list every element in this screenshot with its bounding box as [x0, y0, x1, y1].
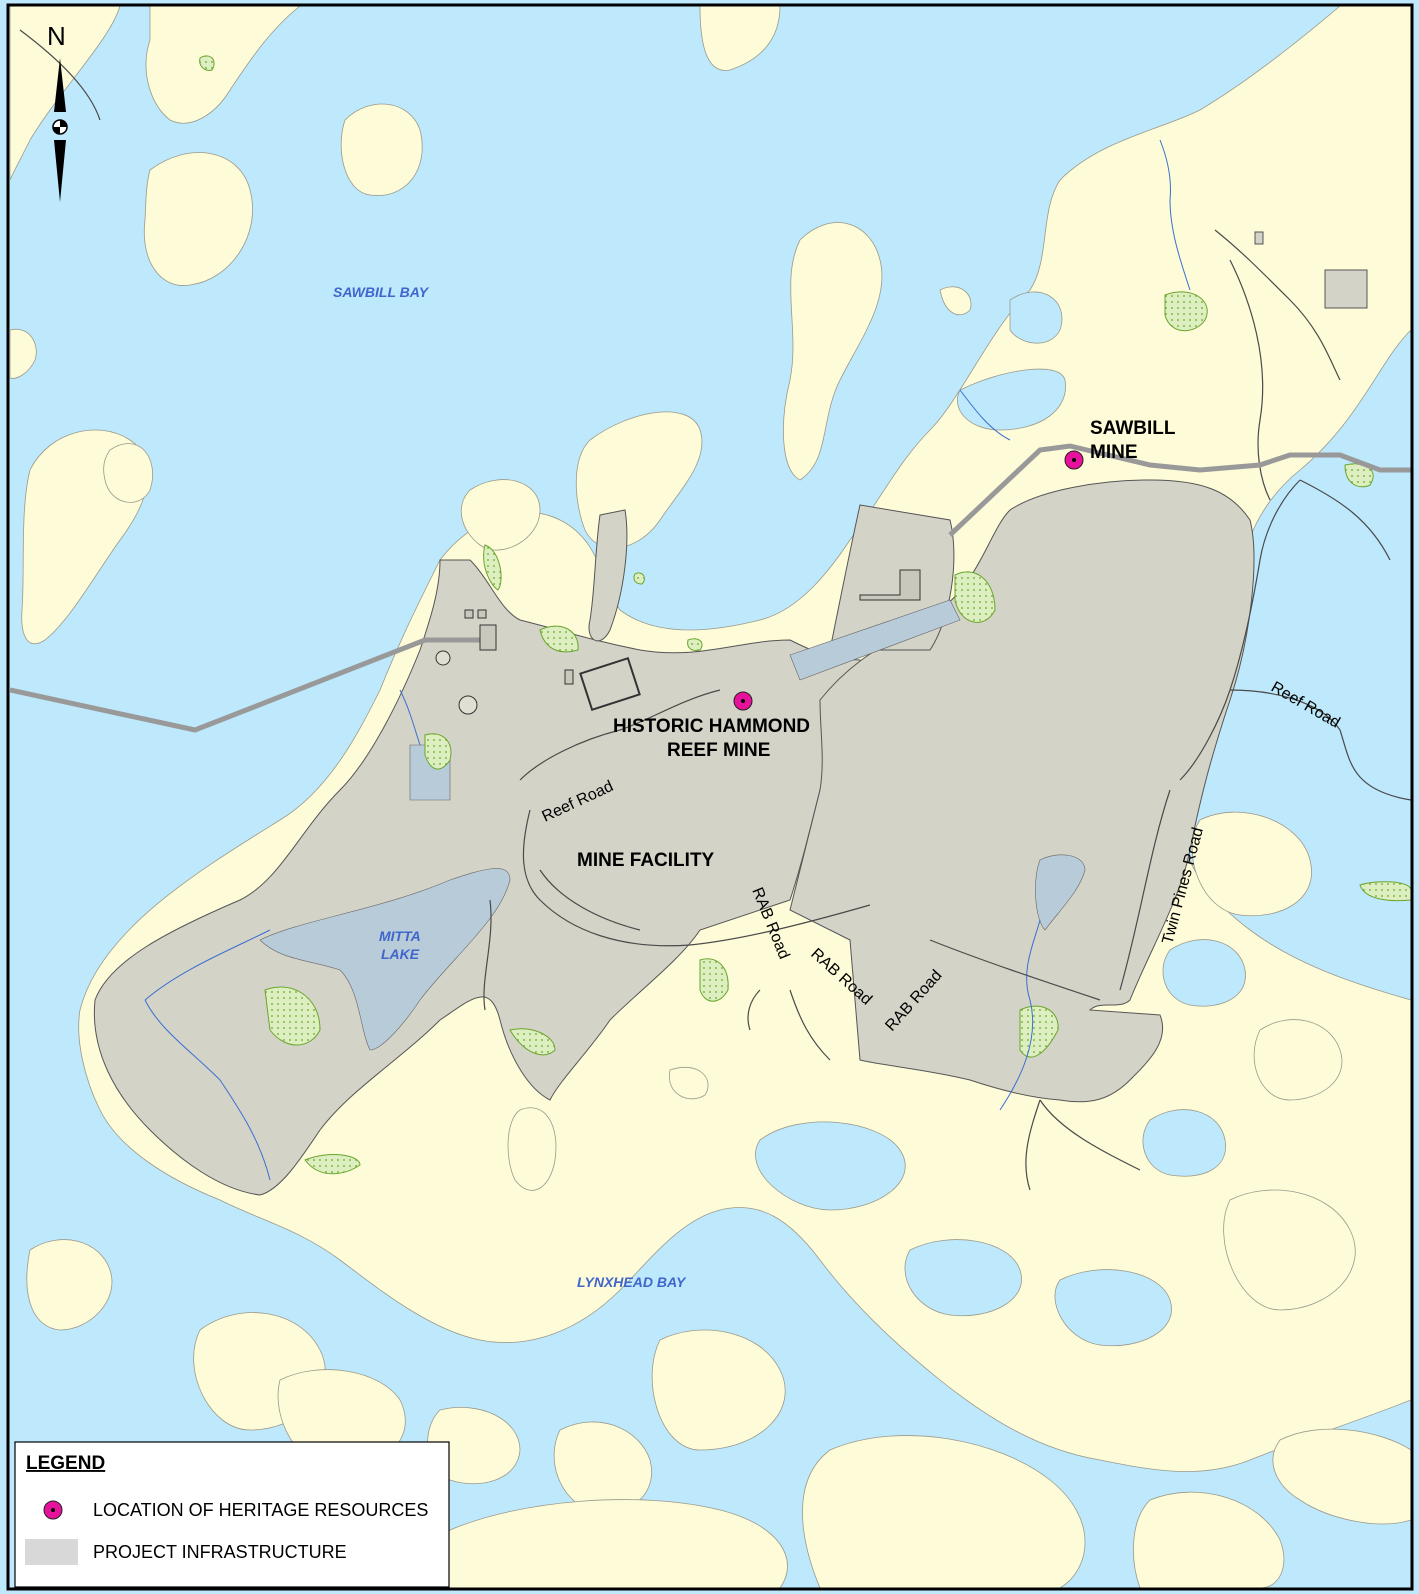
heritage-marker-hammond[interactable] — [733, 691, 753, 711]
north-arrow-down-icon — [54, 140, 66, 202]
north-arrow-up-icon — [54, 58, 66, 112]
main-route — [10, 443, 1411, 733]
legend: LEGEND LOCATION OF HERITAGE RESOURCES PR… — [14, 1441, 450, 1588]
label-sawbill-bay: SAWBILL BAY — [333, 284, 430, 300]
label-mitta-lake-2: LAKE — [381, 946, 420, 962]
legend-box — [14, 1441, 450, 1588]
label-hammond-1: HISTORIC HAMMOND — [613, 716, 810, 737]
legend-item-infrastructure: PROJECT INFRASTRUCTURE — [25, 1539, 347, 1565]
north-arrow: N — [47, 21, 68, 202]
infrastructure-swatch-icon — [25, 1539, 78, 1565]
site-buildings — [435, 569, 921, 715]
streams — [144, 139, 1191, 1181]
wetlands — [199, 55, 1411, 1175]
legend-label-heritage: LOCATION OF HERITAGE RESOURCES — [93, 1500, 428, 1520]
label-sawbill-mine-1: SAWBILL — [1090, 418, 1176, 439]
legend-title: LEGEND — [26, 1453, 105, 1474]
label-hammond-2: REEF MINE — [667, 740, 770, 761]
legend-label-infrastructure: PROJECT INFRASTRUCTURE — [93, 1542, 347, 1562]
north-label: N — [47, 21, 66, 51]
legend-item-heritage: LOCATION OF HERITAGE RESOURCES — [43, 1500, 428, 1520]
label-mine-facility: MINE FACILITY — [577, 850, 715, 871]
label-lynxhead-bay: LYNXHEAD BAY — [577, 1274, 687, 1290]
inland-water — [755, 291, 1246, 1347]
heritage-marker-sawbill[interactable] — [1064, 450, 1084, 470]
label-mitta-lake-1: MITTA — [379, 928, 421, 944]
map-border — [6, 3, 1414, 1591]
roads — [19, 29, 1411, 1191]
infrastructure-water — [259, 599, 1086, 1051]
label-sawbill-mine-2: MINE — [1090, 442, 1138, 463]
